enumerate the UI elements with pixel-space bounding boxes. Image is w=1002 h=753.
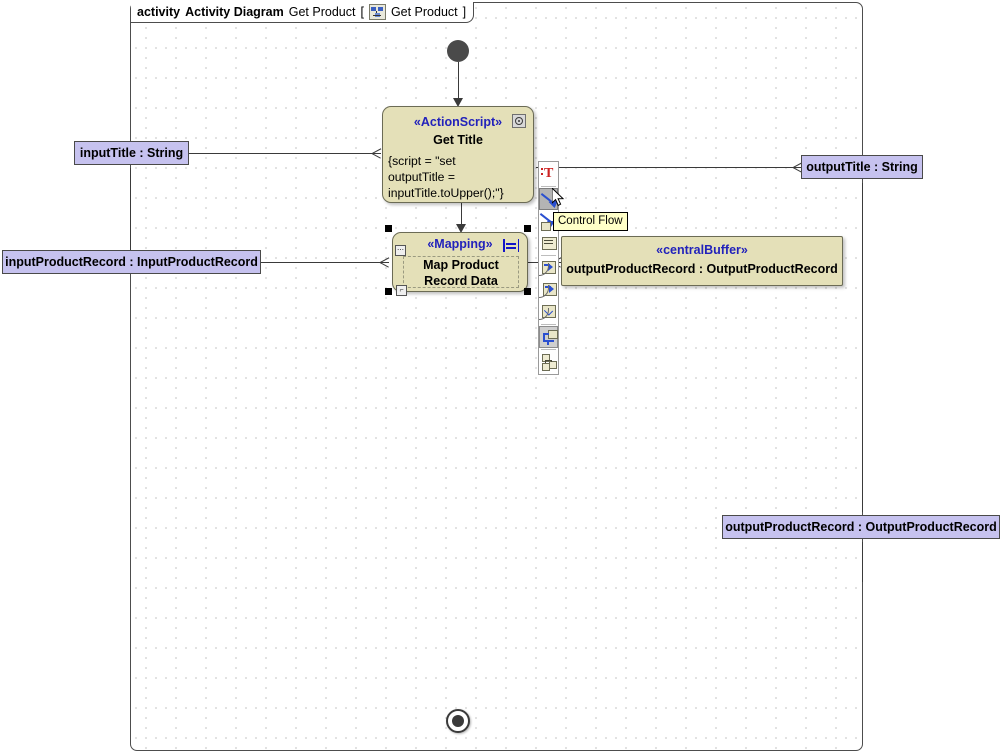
flow-get-title-to-map-product[interactable] xyxy=(461,203,462,228)
param-spine-right-upper xyxy=(862,183,863,512)
text-tool[interactable]: T xyxy=(539,163,558,185)
tooltip-control-flow: Control Flow xyxy=(553,212,628,231)
map-product-name-line-2: Record Data xyxy=(424,274,498,288)
frame-keyword: activity xyxy=(137,5,181,19)
time-event-tool[interactable] xyxy=(539,301,558,323)
action-map-product-record-data[interactable]: «Mapping» Map Product Record Data xyxy=(392,232,528,292)
palette-divider-2 xyxy=(541,255,556,256)
activity-parameter-output-product-record[interactable]: outputProductRecord : OutputProductRecor… xyxy=(722,515,1000,539)
action-get-title[interactable]: «ActionScript» Get Title {script = "set … xyxy=(382,106,534,203)
frame-qualifier: Get Product xyxy=(390,5,458,19)
map-product-name: Map Product Record Data xyxy=(403,257,519,289)
palette-divider-4 xyxy=(541,349,556,350)
param-spine-left xyxy=(130,168,131,250)
activity-final-node[interactable] xyxy=(446,709,470,733)
selection-handle-nw[interactable] xyxy=(385,225,392,232)
object-flow-tool[interactable] xyxy=(539,210,558,232)
get-title-name: Get Title xyxy=(433,133,483,147)
send-signal-tool[interactable] xyxy=(539,257,558,279)
mouse-cursor-icon xyxy=(552,188,565,207)
flow-arrowhead-map xyxy=(456,224,466,233)
get-title-script: {script = "set outputTitle = inputTitle.… xyxy=(383,153,533,201)
note-tool[interactable] xyxy=(539,232,558,254)
object-node-central-buffer[interactable]: «centralBuffer» outputProductRecord : Ou… xyxy=(561,236,843,286)
accept-event-tool[interactable] xyxy=(539,279,558,301)
flow-output-title[interactable] xyxy=(536,167,802,168)
flow-arrowhead-input-title xyxy=(372,148,381,159)
activity-parameter-input-product-record[interactable]: inputProductRecord : InputProductRecord xyxy=(2,250,261,274)
flow-arrowhead-initial xyxy=(453,98,463,107)
flow-initial-to-get-title[interactable] xyxy=(458,62,459,100)
central-buffer-stereotype: «centralBuffer» xyxy=(656,243,748,257)
map-product-properties-button[interactable]: ⋯ xyxy=(395,245,406,256)
flow-arrowhead-input-product xyxy=(380,257,389,268)
map-product-inner-frame xyxy=(403,256,519,288)
flow-input-title[interactable] xyxy=(189,153,381,154)
map-product-expand-button[interactable]: ⌐ xyxy=(396,285,407,296)
frame-bracket-open: [ xyxy=(360,5,364,19)
structured-node-tool[interactable] xyxy=(539,351,558,373)
central-buffer-label: outputProductRecord : OutputProductRecor… xyxy=(566,262,838,276)
palette-divider-3 xyxy=(541,324,556,325)
selection-handle-ne[interactable] xyxy=(524,225,531,232)
get-title-script-line-1: {script = "set xyxy=(388,154,456,168)
selection-handle-sw[interactable] xyxy=(385,288,392,295)
frame-bracket-close: ] xyxy=(462,5,467,19)
activity-partition-icon xyxy=(368,4,386,20)
activity-parameter-output-title[interactable]: outputTitle : String xyxy=(801,155,923,179)
frame-diagram-name: Get Product xyxy=(288,5,356,19)
flow-input-product-record[interactable] xyxy=(261,262,389,263)
pin-tool[interactable] xyxy=(539,326,558,348)
diagram-frame-title: activity Activity Diagram Get Product [ … xyxy=(131,2,475,23)
get-title-script-line-3: inputTitle.toUpper();"} xyxy=(388,186,504,200)
map-product-name-line-1: Map Product xyxy=(423,258,499,272)
frame-type-label: Activity Diagram xyxy=(185,5,284,19)
palette-divider-1 xyxy=(541,186,556,187)
get-title-stereotype: «ActionScript» xyxy=(413,115,503,129)
activity-parameter-input-title[interactable]: inputTitle : String xyxy=(74,141,189,165)
selection-handle-se[interactable] xyxy=(524,288,531,295)
action-script-icon xyxy=(512,114,526,128)
get-title-script-line-2: outputTitle = xyxy=(388,170,455,184)
param-spine-right-lower xyxy=(862,542,863,582)
map-product-stereotype: «Mapping» xyxy=(427,237,493,251)
mapping-equals-icon xyxy=(503,239,519,252)
activity-final-inner xyxy=(452,715,464,727)
initial-node[interactable] xyxy=(447,40,469,62)
